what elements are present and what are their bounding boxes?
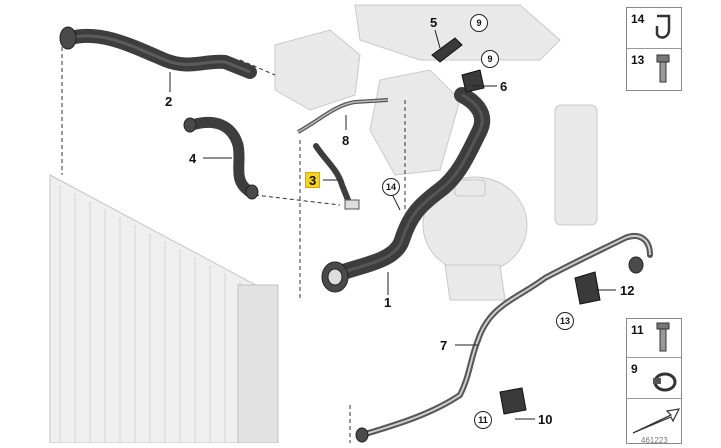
direction-arrow-icon (632, 408, 681, 434)
diagram-reference-number: 461223 (641, 436, 668, 445)
clip-icon (655, 14, 671, 39)
radiator (49, 174, 279, 444)
bracket-6 (461, 69, 485, 93)
legend-item-9: 9 (627, 358, 681, 399)
holder-12 (574, 271, 601, 305)
callout-4: 4 (189, 151, 197, 166)
expansion-tank-cap (454, 179, 486, 197)
legend-box-bottom: 11 9 (626, 318, 682, 444)
callout-2: 2 (165, 94, 173, 109)
pipe-8 (297, 98, 389, 134)
circled-ref-13: 13 (556, 312, 574, 330)
holder-10 (499, 387, 527, 415)
small-parts (431, 37, 601, 415)
leader-lines (169, 29, 616, 420)
pipe-7 (355, 233, 653, 443)
circled-ref-9-lower: 9 (481, 50, 499, 68)
callout-6: 6 (500, 79, 508, 94)
hose-2 (59, 26, 257, 79)
legend-box-top: 14 13 (626, 7, 682, 91)
legend-item-11: 11 (627, 319, 681, 358)
bolt-icon (656, 322, 670, 352)
dashed-leaders (61, 40, 406, 443)
legend-item-arrow (627, 399, 681, 442)
hose-4 (183, 116, 259, 200)
engine-block-ghost (354, 4, 561, 61)
hose-3 (313, 143, 360, 210)
callout-12: 12 (620, 283, 635, 298)
tank-bracket-ghost (444, 264, 506, 301)
callout-10: 10 (538, 412, 553, 427)
circled-ref-14: 14 (382, 178, 400, 196)
callout-3-highlighted[interactable]: 3 (305, 172, 321, 188)
callout-5: 5 (430, 15, 438, 30)
thermostat-housing-ghost (369, 69, 461, 176)
callout-7: 7 (440, 338, 448, 353)
background-components (274, 4, 598, 301)
sensor-5 (431, 37, 463, 63)
screw-icon (656, 54, 670, 83)
callout-8: 8 (342, 133, 350, 148)
legend-item-14: 14 (627, 8, 681, 49)
water-pump-ghost (274, 29, 361, 111)
hose-1 (321, 87, 490, 293)
oil-cooler-ghost (554, 104, 598, 226)
circled-ref-11: 11 (474, 411, 492, 429)
callout-1: 1 (384, 295, 392, 310)
circled-ref-9-top: 9 (470, 14, 488, 32)
radiator-fins (59, 185, 241, 443)
legend-item-13: 13 (627, 49, 681, 89)
radiator-tank (237, 284, 279, 444)
hose-clamp-icon (653, 372, 677, 392)
